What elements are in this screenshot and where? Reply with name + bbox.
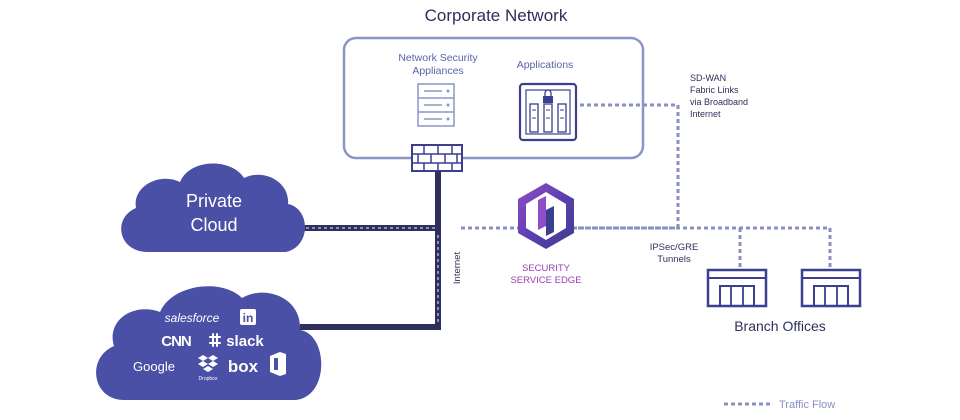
branch-offices-label: Branch Offices xyxy=(734,318,826,334)
box-logo: box xyxy=(228,357,259,376)
application-server-icon xyxy=(518,82,578,142)
dropbox-logo: Dropbox xyxy=(198,355,218,382)
sse-logo-icon xyxy=(518,183,574,249)
server-icon xyxy=(417,83,455,127)
dropbox-logo-text: Dropbox xyxy=(199,376,218,382)
private-cloud-label-line1: Private xyxy=(186,191,242,211)
office-logo-icon xyxy=(270,352,286,376)
sdwan-label-line4: Internet xyxy=(690,109,721,119)
linkedin-logo-text: in xyxy=(243,311,254,325)
private-cloud-label-line2: Cloud xyxy=(190,215,237,235)
slack-logo: slack xyxy=(209,333,264,350)
saas-cloud: salesforce in CNN slack Google Dr xyxy=(96,286,322,400)
sse-label-line2: SERVICE EDGE xyxy=(510,275,581,286)
branch-office-icon xyxy=(706,268,768,308)
sse-label-line1: SECURITY xyxy=(522,263,571,274)
applications-label: Applications xyxy=(517,59,574,71)
legend-label: Traffic Flow xyxy=(779,399,835,411)
sdwan-label-line1: SD-WAN xyxy=(690,73,726,83)
slack-logo-text: slack xyxy=(226,333,264,350)
legend: Traffic Flow xyxy=(724,399,835,411)
google-logo: Google xyxy=(133,359,175,374)
network-security-label-line2: Appliances xyxy=(412,65,463,77)
corporate-network-title: Corporate Network xyxy=(425,6,568,25)
sdwan-label-line2: Fabric Links xyxy=(690,85,739,95)
dropbox-icon xyxy=(198,355,218,372)
internet-label: Internet xyxy=(452,252,463,285)
sdwan-label: SD-WAN Fabric Links via Broadband Intern… xyxy=(690,73,748,119)
slack-hash-icon xyxy=(209,333,221,347)
sdwan-label-line3: via Broadband xyxy=(690,97,748,107)
network-security-label-line1: Network Security xyxy=(398,52,478,64)
corporate-network-box xyxy=(342,36,645,160)
cnn-logo: CNN xyxy=(161,333,191,350)
ipsec-label-line1: IPSec/GRE xyxy=(650,242,699,253)
private-cloud: Private Cloud xyxy=(121,163,306,252)
ipsec-label-line2: Tunnels xyxy=(657,254,691,265)
salesforce-logo: salesforce xyxy=(165,311,220,325)
linkedin-logo: in xyxy=(240,309,256,325)
ipsec-dotted-link xyxy=(578,226,832,268)
firewall-icon xyxy=(411,144,463,172)
branch-office-icon xyxy=(800,268,862,308)
